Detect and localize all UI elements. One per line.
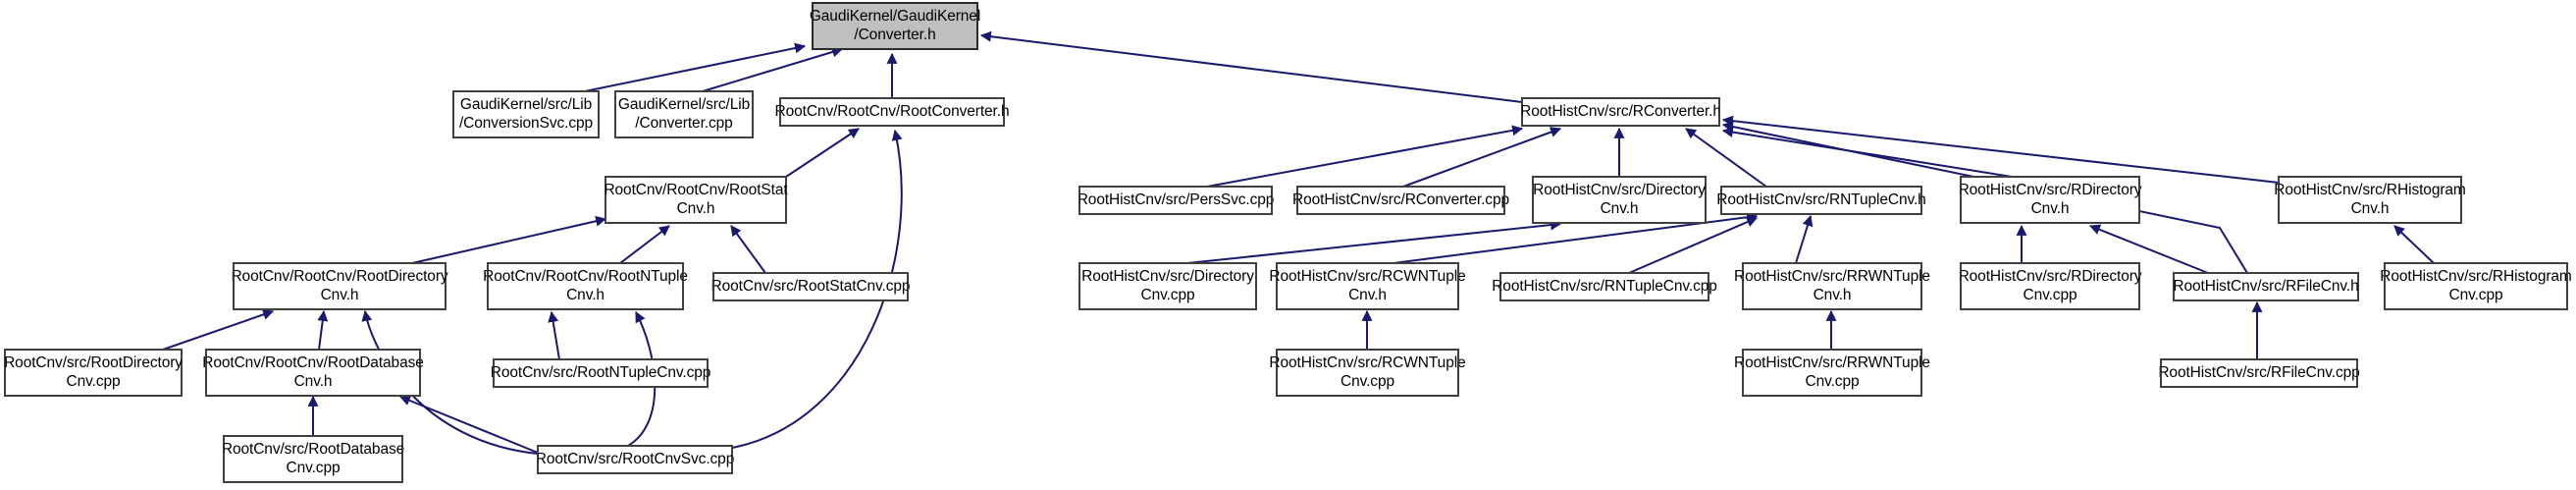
graph-node-rootdirectorycnv_h[interactable]: RootCnv/RootCnv/RootDirectory Cnv.h — [231, 262, 448, 310]
graph-edge-rootdatabasecnv_h-to-rootdirectorycnv_h — [317, 309, 329, 351]
graph-edge-rootdirectorycnv_h-to-rootstatcnv_h — [411, 215, 607, 264]
graph-edge-rrwntuplecnv_h-to-rntuplecnv_h — [1795, 214, 1814, 264]
graph-edge-rootntuplecnv_cpp-to-rootntuplecnv_h — [548, 310, 560, 360]
graph-edge-rootstatcnv_h-to-rootconverter_h — [785, 128, 860, 178]
graph-edge-rootdirectorycnv_cpp-to-rootdirectorycnv_h — [162, 309, 275, 351]
graph-edge-perssvc_cpp-to-rconverter_h — [1206, 125, 1524, 188]
graph-edge-rconverter_h-to-converter_h — [979, 30, 1523, 103]
graph-node-rcwntuplecnv_h[interactable]: RootHistCnv/src/RCWNTuple Cnv.h — [1269, 262, 1466, 310]
graph-node-rootdatabasecnv_h[interactable]: RootCnv/RootCnv/RootDatabase Cnv.h — [202, 349, 424, 397]
graph-node-rrwntuplecnv_h[interactable]: RootHistCnv/src/RRWNTuple Cnv.h — [1734, 262, 1930, 310]
graph-node-directorycnv_cpp[interactable]: RootHistCnv/src/Directory Cnv.cpp — [1078, 262, 1257, 310]
graph-node-rntuplecnv_cpp[interactable]: RootHistCnv/src/RNTupleCnv.cpp — [1492, 272, 1717, 301]
graph-node-rootntuplecnv_cpp[interactable]: RootCnv/src/RootNTupleCnv.cpp — [491, 358, 710, 388]
graph-node-rootdatabasecnv_cpp[interactable]: RootCnv/src/RootDatabase Cnv.cpp — [222, 435, 404, 483]
graph-node-rootstatcnv_cpp[interactable]: RootCnv/src/RootStatCnv.cpp — [711, 272, 911, 301]
graph-node-rhistogramcnv_cpp[interactable]: RootHistCnv/src/RHistogram Cnv.cpp — [2380, 262, 2572, 310]
graph-node-rcwntuplecnv_cpp[interactable]: RootHistCnv/src/RCWNTuple Cnv.cpp — [1269, 349, 1466, 397]
graph-edge-rhistogramcnv_cpp-to-rhistogramcnv_h — [2393, 225, 2435, 264]
graph-node-rntuplecnv_h[interactable]: RootHistCnv/src/RNTupleCnv.h — [1716, 186, 1926, 215]
graph-node-directorycnv_h[interactable]: RootHistCnv/src/Directory Cnv.h — [1532, 176, 1707, 224]
graph-node-rootcnvsvc_cpp[interactable]: RootCnv/src/RootCnvSvc.cpp — [536, 445, 734, 474]
graph-node-perssvc_cpp[interactable]: RootHistCnv/src/PersSvc.cpp — [1078, 186, 1274, 215]
graph-node-conversionsvc_cpp[interactable]: GaudiKernel/src/Lib /ConversionSvc.cpp — [452, 90, 600, 138]
graph-node-rootntuplecnv_h[interactable]: RootCnv/RootCnv/RootNTuple Cnv.h — [483, 262, 688, 310]
graph-edge-rcwntuplecnv_h-to-rntuplecnv_h — [1393, 211, 1759, 264]
graph-edge-rntuplecnv_cpp-to-rntuplecnv_h — [1628, 216, 1759, 274]
graph-edge-rootcnvsvc_cpp-to-rootdatabasecnv_h — [398, 395, 539, 454]
graph-edge-rootstatcnv_cpp-to-rootstatcnv_h — [730, 225, 766, 274]
graph-node-converter_h[interactable]: GaudiKernel/GaudiKernel /Converter.h — [810, 2, 980, 50]
graph-edge-rootntuplecnv_h-to-rootstatcnv_h — [619, 225, 670, 264]
graph-edge-converter_cpp-to-converter_h — [702, 46, 844, 92]
graph-node-rfilecnv_cpp[interactable]: RootHistCnv/src/RFileCnv.cpp — [2158, 358, 2360, 388]
graph-node-rconverter_h[interactable]: RootHistCnv/src/RConverter.h — [1520, 97, 1721, 127]
graph-node-rdirectorycnv_cpp[interactable]: RootHistCnv/src/RDirectory Cnv.cpp — [1959, 262, 2142, 310]
graph-node-rrwntuplecnv_cpp[interactable]: RootHistCnv/src/RRWNTuple Cnv.cpp — [1734, 349, 1930, 397]
graph-node-rfilecnv_h[interactable]: RootHistCnv/src/RFileCnv.h — [2173, 272, 2359, 301]
graph-node-rootstatcnv_h[interactable]: RootCnv/RootCnv/RootStat Cnv.h — [604, 176, 788, 224]
graph-node-rootdirectorycnv_cpp[interactable]: RootCnv/src/RootDirectory Cnv.cpp — [4, 349, 183, 397]
graph-node-rdirectorycnv_h[interactable]: RootHistCnv/src/RDirectory Cnv.h — [1959, 176, 2142, 224]
graph-edge-rdirectorycnv_h-to-rconverter_h — [1721, 127, 2013, 178]
graph-edge-directorycnv_cpp-to-directorycnv_h — [1186, 219, 1562, 264]
graph-node-rootconverter_h[interactable]: RootCnv/RootCnv/RootConverter.h — [775, 97, 1010, 127]
graph-edge-rhistogramcnv_h-to-rconverter_h — [1721, 115, 2280, 184]
graph-node-rhistogramcnv_h[interactable]: RootHistCnv/src/RHistogram Cnv.h — [2274, 176, 2466, 224]
graph-node-rconverter_cpp[interactable]: RootHistCnv/src/RConverter.cpp — [1292, 186, 1509, 215]
graph-node-converter_cpp[interactable]: GaudiKernel/src/Lib /Converter.cpp — [614, 90, 754, 138]
graph-edge-conversionsvc_cpp-to-converter_h — [584, 42, 807, 92]
